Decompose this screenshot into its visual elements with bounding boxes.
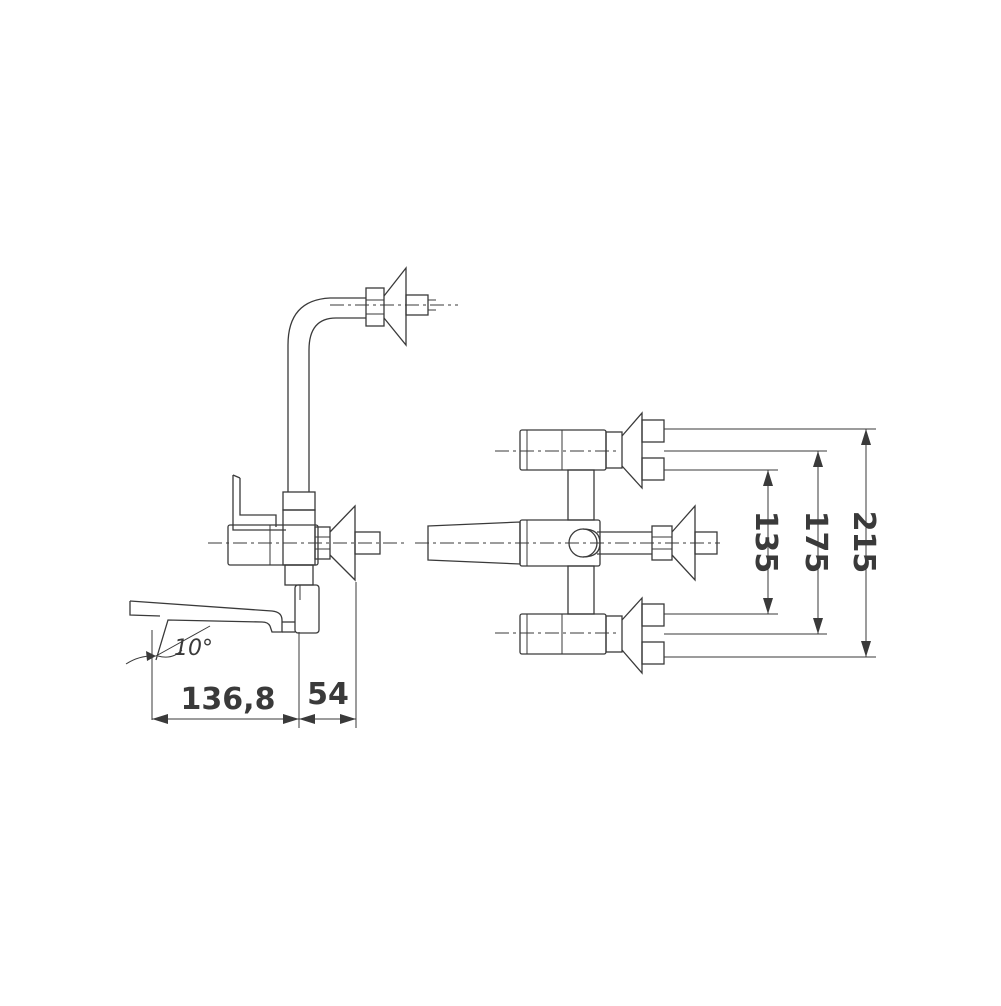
bottom-valve-body [519, 613, 607, 655]
riser-pipe-inner [308, 317, 366, 492]
middle-nut [651, 525, 673, 561]
side-thread [354, 531, 381, 555]
top-nut [365, 287, 385, 327]
side-view: 10° 136,8 54 [125, 266, 458, 728]
bottom-valve-flange [621, 596, 643, 675]
upper-connector [567, 469, 595, 521]
front-view: 135 175 215 [415, 411, 881, 675]
dim-175-label: 175 [798, 511, 833, 574]
dim-reach-label: 136,8 [181, 682, 276, 717]
top-flange [383, 266, 407, 347]
angle-label: 10° [174, 636, 213, 661]
dim-135-label: 135 [748, 511, 783, 574]
top-valve-flange [621, 411, 643, 490]
riser-pipe-outer [287, 297, 366, 492]
riser-collar [282, 491, 316, 511]
top-valve-body [519, 429, 607, 471]
dim-215-label: 215 [846, 511, 881, 574]
top-thread [405, 294, 429, 316]
lever-handle [232, 475, 286, 531]
spout [129, 600, 283, 661]
body-core [282, 509, 316, 566]
lower-connector [567, 565, 595, 615]
side-nut [314, 526, 331, 560]
diverter-body [294, 584, 320, 634]
dim-offset-label: 54 [307, 677, 349, 712]
mixer-body [227, 524, 319, 566]
